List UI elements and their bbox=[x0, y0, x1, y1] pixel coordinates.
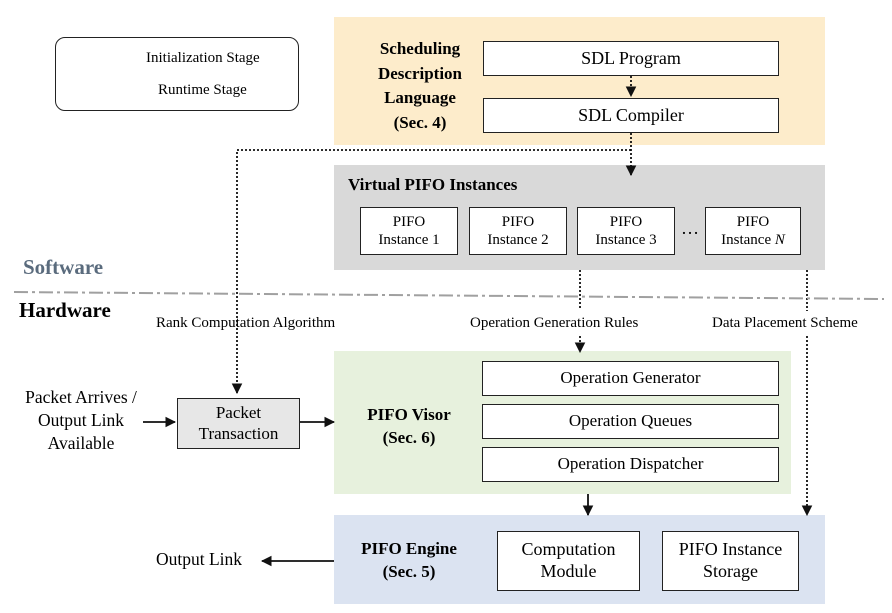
packet-input-label: Packet Arrives / Output Link Available bbox=[25, 387, 137, 453]
software-hardware-divider bbox=[13, 291, 885, 300]
computation-module-box: Computation Module bbox=[497, 531, 640, 591]
pifo-instance-2: PIFO Instance 2 bbox=[469, 207, 567, 255]
pifo-instance-3: PIFO Instance 3 bbox=[577, 207, 675, 255]
instances-ellipsis: … bbox=[681, 218, 699, 238]
vpifo-title: Virtual PIFO Instances bbox=[348, 175, 518, 194]
legend-runtime-label: Runtime Stage bbox=[158, 82, 247, 98]
pifo-instance-n: PIFO Instance N bbox=[705, 207, 801, 255]
data-placement-label: Data Placement Scheme bbox=[712, 315, 858, 331]
hardware-label: Hardware bbox=[19, 298, 111, 322]
legend-init-label: Initialization Stage bbox=[146, 50, 260, 66]
operation-generator-box: Operation Generator bbox=[482, 361, 779, 396]
pifo-engine-title: PIFO Engine (Sec. 5) bbox=[361, 539, 457, 581]
rank-computation-label: Rank Computation Algorithm bbox=[156, 315, 336, 331]
sdl-program-box: SDL Program bbox=[483, 41, 779, 76]
packet-transaction-box: Packet Transaction bbox=[177, 398, 300, 449]
pifo-instance-storage-box: PIFO Instance Storage bbox=[662, 531, 799, 591]
sdl-title: Scheduling Description Language (Sec. 4) bbox=[377, 39, 463, 132]
operation-generation-rules-label: Operation Generation Rules bbox=[470, 315, 639, 331]
legend: Initialization Stage Runtime Stage bbox=[55, 37, 299, 111]
pifo-instance-1: PIFO Instance 1 bbox=[360, 207, 458, 255]
rank-computation-path bbox=[231, 149, 631, 395]
operation-queues-box: Operation Queues bbox=[482, 404, 779, 439]
operation-dispatcher-box: Operation Dispatcher bbox=[482, 447, 779, 482]
sdl-compiler-box: SDL Compiler bbox=[483, 98, 779, 133]
pifo-visor-title: PIFO Visor (Sec. 6) bbox=[367, 405, 451, 447]
software-label: Software bbox=[23, 255, 104, 279]
output-link-label: Output Link bbox=[156, 549, 243, 569]
